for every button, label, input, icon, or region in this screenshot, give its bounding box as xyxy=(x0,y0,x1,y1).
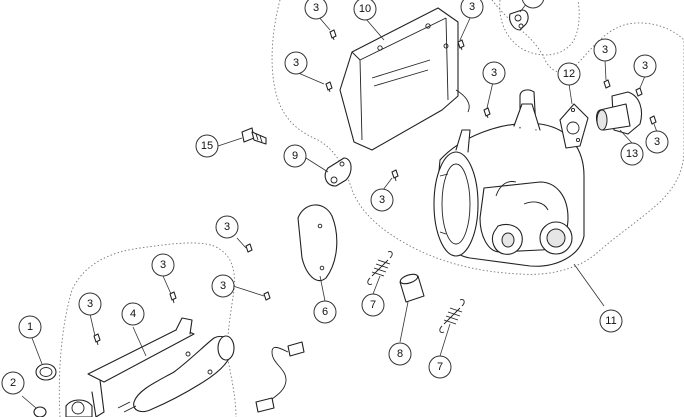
screw-3-d xyxy=(483,107,491,119)
callout-label: 3 xyxy=(313,2,319,14)
callout-3-d: 3 xyxy=(482,61,506,85)
callout-3-e: 3 xyxy=(593,38,617,62)
callout-label: 6 xyxy=(322,306,328,318)
callout-label: 4 xyxy=(130,308,136,320)
part-13-tailpipe xyxy=(595,91,643,135)
callout-label: 15 xyxy=(201,140,213,152)
callout-label: 3 xyxy=(160,259,166,271)
part-8-sleeve xyxy=(399,273,425,303)
upper-assembly-boundary xyxy=(271,0,684,275)
part-10-heat-shield xyxy=(339,7,470,151)
part-1-ring xyxy=(35,363,57,381)
callout-label: 9 xyxy=(292,150,298,162)
callout-3-a: 3 xyxy=(304,0,328,20)
callout-1: 1 xyxy=(18,315,42,339)
callout-4: 4 xyxy=(121,302,145,326)
callout-label: 3 xyxy=(224,221,230,233)
callout-3-g: 3 xyxy=(645,130,669,154)
callout-label: 3 xyxy=(379,194,385,206)
screw-3-j xyxy=(169,291,177,304)
callout-9-middle: 9 xyxy=(283,144,307,168)
callout-label: 3 xyxy=(654,136,660,148)
callout-3-k: 3 xyxy=(211,274,235,298)
screw-3-b xyxy=(457,39,465,51)
screw-3-e xyxy=(603,79,611,89)
callout-label: 13 xyxy=(626,148,638,160)
callout-7-lower: 7 xyxy=(428,355,452,379)
callout-label: 3 xyxy=(602,44,608,56)
screw-3-c xyxy=(325,81,333,93)
callout-8: 8 xyxy=(388,342,412,366)
callout-3-h: 3 xyxy=(370,188,394,212)
callout-label: 3 xyxy=(469,1,475,13)
part-6-disc-plate xyxy=(297,204,338,282)
part-11-muffler xyxy=(433,89,585,267)
callout-9-top: 9 xyxy=(521,0,545,9)
part-7-spring-upper xyxy=(367,251,393,285)
callout-label: 3 xyxy=(642,60,648,72)
callout-13: 13 xyxy=(620,142,644,166)
callout-label: 1 xyxy=(27,321,33,333)
callout-12: 12 xyxy=(557,62,581,86)
screw-3-a xyxy=(329,29,337,41)
callout-11: 11 xyxy=(599,309,623,333)
callout-15: 15 xyxy=(195,134,219,158)
screw-3-i xyxy=(245,243,253,253)
part-2-ring xyxy=(33,406,47,417)
callout-label: 12 xyxy=(563,68,575,80)
part-7-spring-lower xyxy=(439,299,465,333)
callout-label: 2 xyxy=(10,377,16,389)
part-4-bracket xyxy=(65,317,235,417)
callout-3-c: 3 xyxy=(284,51,308,75)
callout-3-l: 3 xyxy=(78,292,102,316)
screw-3-g xyxy=(649,115,657,125)
callout-3-i: 3 xyxy=(215,215,239,239)
screw-3-h xyxy=(391,169,399,182)
callout-label: 7 xyxy=(437,361,443,373)
callout-label: 11 xyxy=(605,315,616,327)
part-12-gasket xyxy=(559,103,589,149)
part-9-clip-middle xyxy=(324,157,352,187)
callout-6: 6 xyxy=(313,300,337,324)
part-9-clip-top xyxy=(509,9,529,31)
callout-10: 10 xyxy=(353,0,377,21)
callout-3-j: 3 xyxy=(151,253,175,277)
callout-3-b: 3 xyxy=(460,0,484,19)
screw-3-f xyxy=(635,87,643,97)
part-15-bolt xyxy=(241,127,267,145)
callout-3-f: 3 xyxy=(633,54,657,78)
screw-3-k xyxy=(263,291,271,301)
callout-7-upper: 7 xyxy=(361,293,385,317)
callout-label: 3 xyxy=(220,280,226,292)
sensor-wire xyxy=(255,341,305,413)
callout-label: 7 xyxy=(370,299,376,311)
callout-label: 3 xyxy=(87,298,93,310)
callout-label: 9 xyxy=(530,0,536,3)
callout-2: 2 xyxy=(1,371,25,395)
callout-label: 3 xyxy=(293,57,299,69)
callout-label: 8 xyxy=(397,348,403,360)
callout-label: 10 xyxy=(359,3,371,15)
callout-label: 3 xyxy=(491,67,497,79)
upper-right-boundary xyxy=(499,0,580,56)
screw-3-l xyxy=(93,333,101,346)
